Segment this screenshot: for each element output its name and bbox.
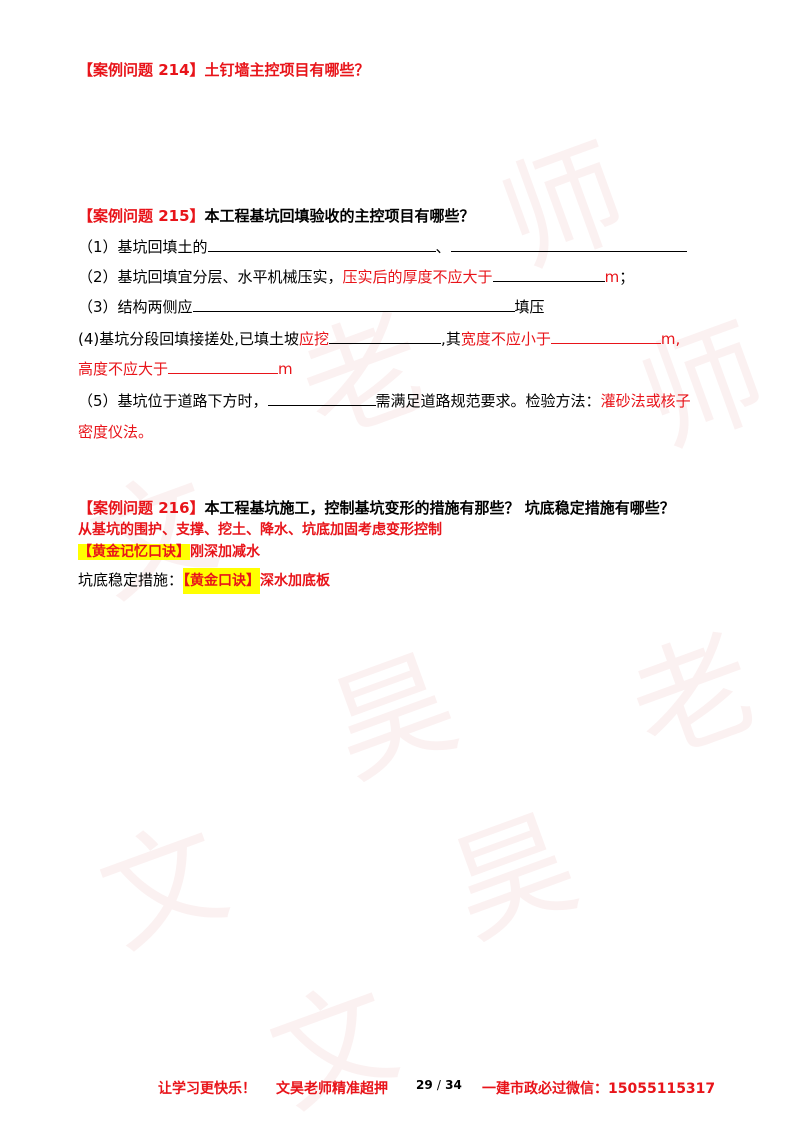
line-text: ,其: [441, 330, 461, 348]
footer-teacher: 文昊老师精准超押: [276, 1081, 388, 1097]
fill-blank: [192, 296, 515, 312]
line-text-red: 密度仪法。: [78, 423, 154, 441]
answer-line-1: （1）基坑回填土的 、: [78, 236, 687, 257]
line-text: 坑底稳定措施：: [78, 571, 184, 589]
footer-slogan: 让学习更快乐！: [158, 1081, 256, 1097]
line-text: (4)基坑分段回填接搓处,已填土坡: [78, 330, 300, 348]
unit: m,: [660, 330, 681, 348]
answer-line-2: （2）基坑回填宜分层、水平机械压实，压实后的厚度不应大于 m；: [78, 266, 634, 287]
fill-blank: [329, 328, 442, 344]
question-text: 土钉墙主控项目有哪些？: [204, 61, 370, 79]
answer-line-5: 高度不应大于 m: [78, 358, 293, 379]
mnemonic-tag: 【黄金记忆口诀】: [78, 544, 190, 560]
mnemonic-tag: 【黄金口诀】: [183, 568, 261, 594]
page-separator: /: [436, 1078, 441, 1092]
line-text: （3）结构两侧应: [78, 298, 193, 316]
line-text-red: 压实后的厚度不应大于: [342, 268, 493, 286]
answer-line-7: 密度仪法。: [78, 422, 153, 442]
punctuation: ；: [619, 268, 635, 286]
line-text: （2）基坑回填宜分层、水平机械压实，: [78, 268, 343, 286]
watermark-char: 文: [83, 801, 245, 974]
separator: 、: [435, 238, 451, 256]
line-text: 填压: [514, 298, 545, 316]
answer-216-line-2: 【黄金记忆口诀】刚深加减水: [78, 542, 260, 562]
line-text: 需满足道路规范要求。检验方法：: [375, 392, 601, 410]
footer-contact: 一建市政必过微信：15055115317: [482, 1081, 716, 1097]
fill-blank: [207, 236, 436, 252]
line-text: （5）基坑位于道路下方时，: [78, 392, 268, 410]
watermark-char: 昊: [433, 791, 595, 964]
watermark-char: 老: [613, 611, 775, 784]
line-text: （1）基坑回填土的: [78, 238, 208, 256]
question-text: 本工程基坑回填验收的主控项目有哪些？: [204, 207, 475, 225]
line-text-red: 应挖: [299, 330, 330, 348]
question-216: 【案例问题 216】本工程基坑施工，控制基坑变形的措施有那些？ 坑底稳定措施有哪…: [78, 498, 675, 518]
mnemonic-text: 深水加底板: [260, 573, 331, 589]
answer-line-4: (4)基坑分段回填接搓处,已填土坡应挖 ,其宽度不应小于 m,: [78, 328, 680, 349]
question-text: 本工程基坑施工，控制基坑变形的措施有那些？ 坑底稳定措施有哪些？: [204, 499, 675, 517]
answer-line-3: （3）结构两侧应 填压: [78, 296, 545, 317]
fill-blank: [492, 266, 605, 282]
line-text-red: 从基坑的围护、支撑、挖土、降水、坑底加固考虑变形控制: [78, 522, 442, 538]
page-total: 34: [445, 1078, 462, 1092]
answer-216-line-3: 坑底稳定措施：【黄金口诀】深水加底板: [78, 568, 331, 594]
fill-blank: [450, 236, 687, 252]
unit: m: [278, 360, 293, 378]
line-text-red: 灌砂法或核子: [600, 392, 691, 410]
watermark-char: 师: [623, 301, 785, 474]
line-text-red: 宽度不应小于: [460, 330, 551, 348]
page-current: 29: [416, 1078, 433, 1092]
fill-blank: [550, 328, 661, 344]
unit: m: [604, 268, 620, 286]
question-215: 【案例问题 215】本工程基坑回填验收的主控项目有哪些？: [78, 206, 475, 226]
mnemonic-text: 刚深加减水: [190, 544, 260, 560]
question-tag: 【案例问题 215】: [78, 207, 205, 225]
page-number: 29 / 34: [416, 1078, 462, 1092]
fill-blank: [267, 390, 376, 406]
fill-blank: [168, 358, 279, 374]
watermark-char: 昊: [313, 631, 475, 804]
question-tag: 【案例问题 214】: [78, 61, 205, 79]
watermark-char: 文: [253, 961, 415, 1134]
answer-216-line-1: 从基坑的围护、支撑、挖土、降水、坑底加固考虑变形控制: [78, 520, 442, 540]
answer-line-6: （5）基坑位于道路下方时， 需满足道路规范要求。检验方法：灌砂法或核子: [78, 390, 691, 411]
question-tag: 【案例问题 216】: [78, 499, 205, 517]
line-text-red: 高度不应大于: [78, 360, 169, 378]
question-214: 【案例问题 214】土钉墙主控项目有哪些？: [78, 60, 370, 80]
